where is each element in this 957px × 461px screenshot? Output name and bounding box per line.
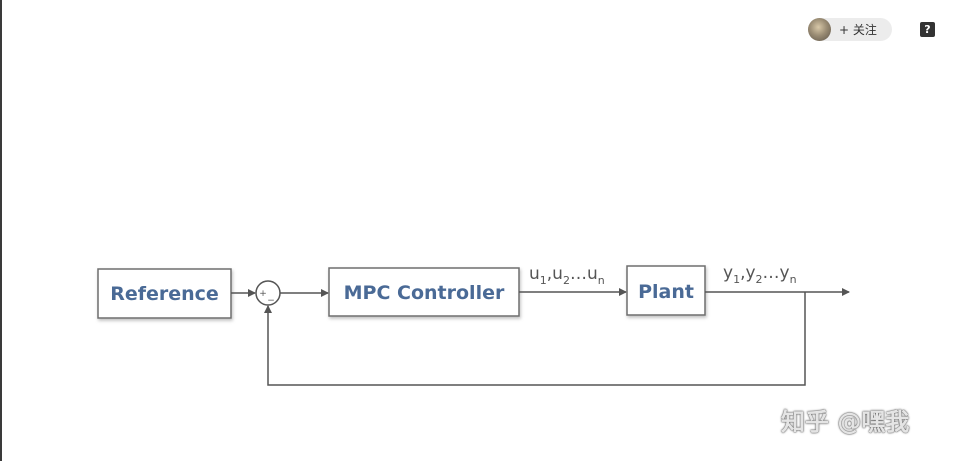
question-mark-icon[interactable]: ?: [920, 22, 935, 37]
output-signal-sub-3: n: [790, 273, 797, 286]
plant-label: Plant: [638, 281, 694, 303]
output-signal-sub-2: 2: [756, 273, 763, 286]
control-signal-sub-2: 2: [563, 274, 570, 287]
sum-minus-sign: −: [267, 296, 275, 306]
control-signal-sub-1: 1: [540, 274, 547, 287]
sum-plus-sign: +: [259, 289, 267, 299]
window-left-border: [0, 0, 2, 461]
plant-block: Plant: [626, 265, 706, 316]
control-signal-label: u1,u2…un: [529, 264, 605, 287]
control-signal-part-1: u: [529, 264, 540, 284]
feedback-path: [264, 292, 806, 386]
output-signal-label: y1,y2…yn: [723, 263, 797, 286]
control-signal-part-2: ,u: [547, 264, 563, 284]
mpc-controller-label: MPC Controller: [344, 282, 505, 304]
follow-label: + 关注: [839, 23, 877, 37]
avatar[interactable]: [808, 18, 831, 41]
output-signal-part-2: ,y: [740, 263, 755, 283]
follow-button[interactable]: + 关注: [808, 18, 892, 41]
output-signal-part-1: y: [723, 263, 733, 283]
zhihu-watermark: 知乎 @嘿我: [781, 408, 910, 436]
reference-block: Reference: [97, 268, 232, 319]
reference-label: Reference: [110, 283, 219, 305]
output-signal-sub-1: 1: [733, 273, 740, 286]
control-signal-sub-3: n: [598, 274, 605, 287]
summing-junction: + −: [255, 280, 281, 306]
mpc-controller-block: MPC Controller: [328, 267, 520, 317]
control-signal-part-3: …u: [570, 264, 598, 284]
output-signal-part-3: …y: [763, 263, 790, 283]
